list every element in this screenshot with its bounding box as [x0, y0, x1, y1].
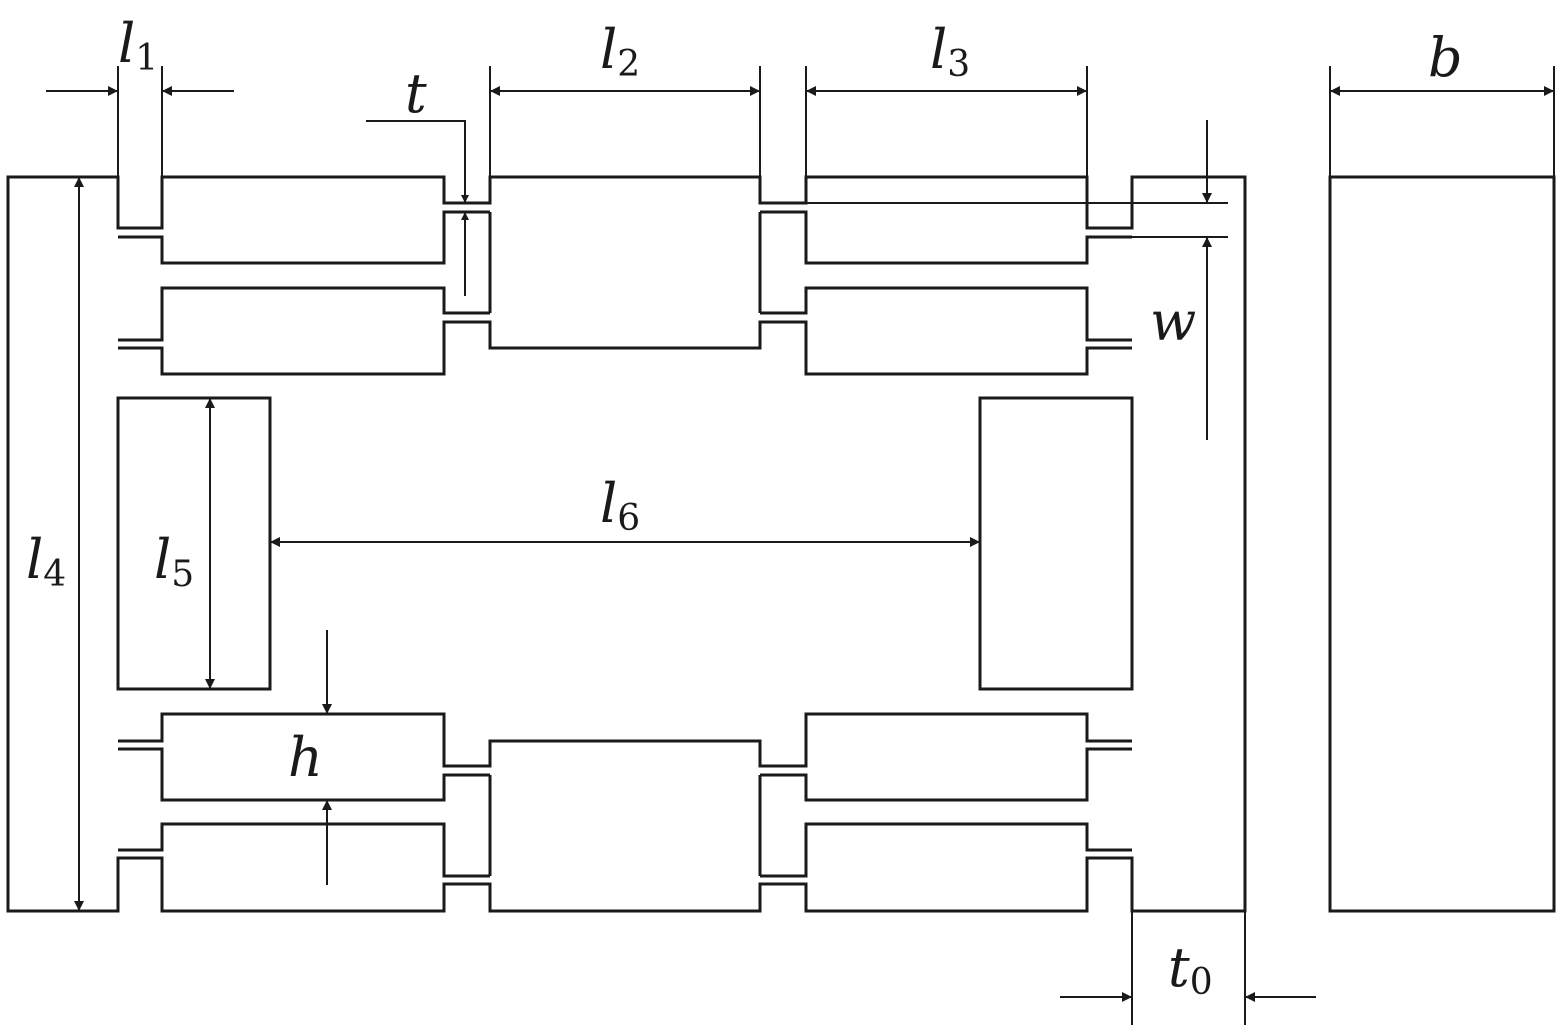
top-right-block-2: [760, 286, 1132, 342]
label-l5: l5: [154, 528, 194, 595]
bottom-block-1: [118, 712, 1132, 768]
top-left-block-1: [118, 210, 490, 265]
top-right-block-1: [760, 210, 1132, 265]
bottom-block-2: [118, 747, 490, 802]
label-l4: l4: [26, 528, 66, 595]
label-w: w: [1150, 290, 1196, 353]
bottom-block-4: [118, 822, 490, 878]
dimension-labels: l1 l2 l3 b t w l4 l5 l6 h t0: [26, 12, 1463, 1003]
inner-window: [116, 396, 272, 691]
label-t0: t0: [1168, 936, 1213, 1003]
side-view-block: [1328, 175, 1556, 913]
label-l1: l1: [118, 12, 158, 79]
label-t: t: [405, 62, 427, 125]
label-l3: l3: [930, 18, 970, 85]
label-l6: l6: [600, 472, 640, 539]
bottom-block-3: [760, 747, 1132, 802]
top-left-block-3: [118, 320, 1132, 376]
label-l2: l2: [600, 18, 640, 85]
mechanism-outline: [6, 175, 1556, 913]
dimension-lines: [46, 66, 1555, 1025]
label-h: h: [288, 726, 323, 789]
bottom-block-5: [760, 822, 1132, 878]
label-b: b: [1428, 26, 1463, 89]
inner-window-right: [978, 396, 1134, 691]
top-left-block-2: [118, 286, 490, 342]
